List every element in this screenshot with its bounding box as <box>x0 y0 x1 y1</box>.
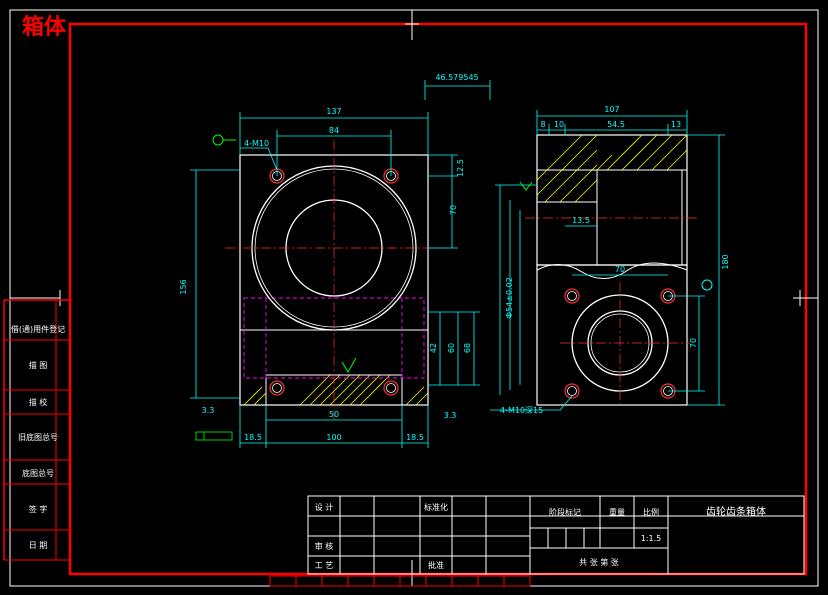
side-label-base-number: 底图总号 <box>22 468 54 478</box>
side-label-table: 借(通)用件登记 描 图 描 校 旧底图总号 底图总号 签 字 日 期 <box>3 299 70 561</box>
drawing-frame <box>68 22 808 576</box>
dim-side-54-5: 54.5 <box>607 120 625 129</box>
bottom-strip <box>269 575 531 587</box>
side-label-sign: 签 字 <box>29 504 48 514</box>
side-upper-outline <box>536 134 688 266</box>
callout-front-holes: 4-M10 <box>244 139 269 148</box>
dim-front-3-3-right: 3.3 <box>444 411 457 420</box>
front-bolt-holes <box>269 168 399 396</box>
dim-front-42: 42 <box>429 343 438 353</box>
front-tolerance-frame <box>195 431 233 441</box>
dim-side-70-top: 70 <box>615 265 625 274</box>
dim-side-bore: Ф54±0.02 <box>505 277 514 319</box>
front-surface-symbol-icon <box>341 357 357 373</box>
side-lower-outline <box>536 264 688 406</box>
dim-front-68: 68 <box>463 343 472 353</box>
tb-review: 审 核 <box>315 541 334 551</box>
dim-front-50: 50 <box>329 410 339 419</box>
side-hole-leader <box>490 395 573 411</box>
dim-side-180: 180 <box>721 254 730 269</box>
dim-front-12-5: 12.5 <box>456 159 465 177</box>
tb-stage-mark: 阶段标记 <box>549 507 581 517</box>
dim-side-70-side: 70 <box>689 338 698 348</box>
side-label-old-number: 旧底图总号 <box>18 432 58 442</box>
dim-front-3-3-left: 3.3 <box>202 406 215 415</box>
dim-front-100: 100 <box>326 433 341 442</box>
drawing-title: 箱体 <box>22 14 67 40</box>
tb-standard: 标准化 <box>424 502 448 512</box>
callout-side-holes: 4-M10深15 <box>500 406 543 415</box>
dim-front-137: 137 <box>326 107 341 116</box>
dim-side-13-5: 13.5 <box>572 216 590 225</box>
dim-front-18-5-left: 18.5 <box>244 433 262 442</box>
side-section-hatch <box>536 134 688 203</box>
dim-front-18-5-right: 18.5 <box>406 433 424 442</box>
dim-side-8: 8 <box>540 120 545 129</box>
front-dimension-texts: 137 84 156 12.5 70 42 60 68 50 100 18.5 … <box>179 73 479 442</box>
front-view: 137 84 156 12.5 70 42 60 68 50 100 18.5 … <box>179 73 491 448</box>
tb-process: 工 艺 <box>315 561 334 570</box>
side-dimension-lines <box>495 110 725 406</box>
tb-weight: 重量 <box>609 507 625 517</box>
side-datum-icon <box>701 279 713 291</box>
side-label-trace: 描 图 <box>29 360 48 370</box>
title-block: 设 计 标准化 阶段标记 重量 比例 1:1.5 齿轮齿条箱体 审 核 工 艺 … <box>307 495 805 575</box>
front-centerlines <box>225 140 445 420</box>
dim-front-84: 84 <box>329 126 339 135</box>
tb-scale: 比例 <box>643 507 659 517</box>
front-hole-leader <box>240 147 278 171</box>
front-dimension-lines <box>190 80 491 448</box>
side-centerlines <box>525 217 700 405</box>
center-marks <box>10 10 818 586</box>
side-label-check: 描 校 <box>29 397 48 407</box>
dim-front-60: 60 <box>447 343 456 353</box>
side-dimension-texts: 107 8 10 54.5 13 13.5 70 Ф54±0.02 180 70… <box>500 105 730 415</box>
tb-sheet: 共 张 第 张 <box>579 557 619 567</box>
side-view: 107 8 10 54.5 13 13.5 70 Ф54±0.02 180 70… <box>490 105 730 415</box>
dim-side-107: 107 <box>604 105 619 114</box>
side-surface-symbol-icon <box>519 181 533 191</box>
dim-front-156: 156 <box>179 279 188 294</box>
front-base-hatch <box>243 374 429 406</box>
side-bolt-holes <box>564 288 676 399</box>
tb-scale-value: 1:1.5 <box>641 534 662 543</box>
tb-approve: 批准 <box>428 560 444 570</box>
side-break-line <box>536 262 688 279</box>
tb-part-name: 齿轮齿条箱体 <box>706 505 766 518</box>
side-label-date: 日 期 <box>29 541 48 550</box>
tb-design: 设 计 <box>315 502 334 512</box>
side-label-borrowed: 借(通)用件登记 <box>11 324 65 334</box>
datum-symbol-icon <box>212 134 224 146</box>
dim-front-70: 70 <box>449 205 458 215</box>
dim-front-top-extent: 46.579545 <box>435 73 478 82</box>
dim-side-10: 10 <box>554 120 564 129</box>
dim-side-13: 13 <box>671 120 681 129</box>
